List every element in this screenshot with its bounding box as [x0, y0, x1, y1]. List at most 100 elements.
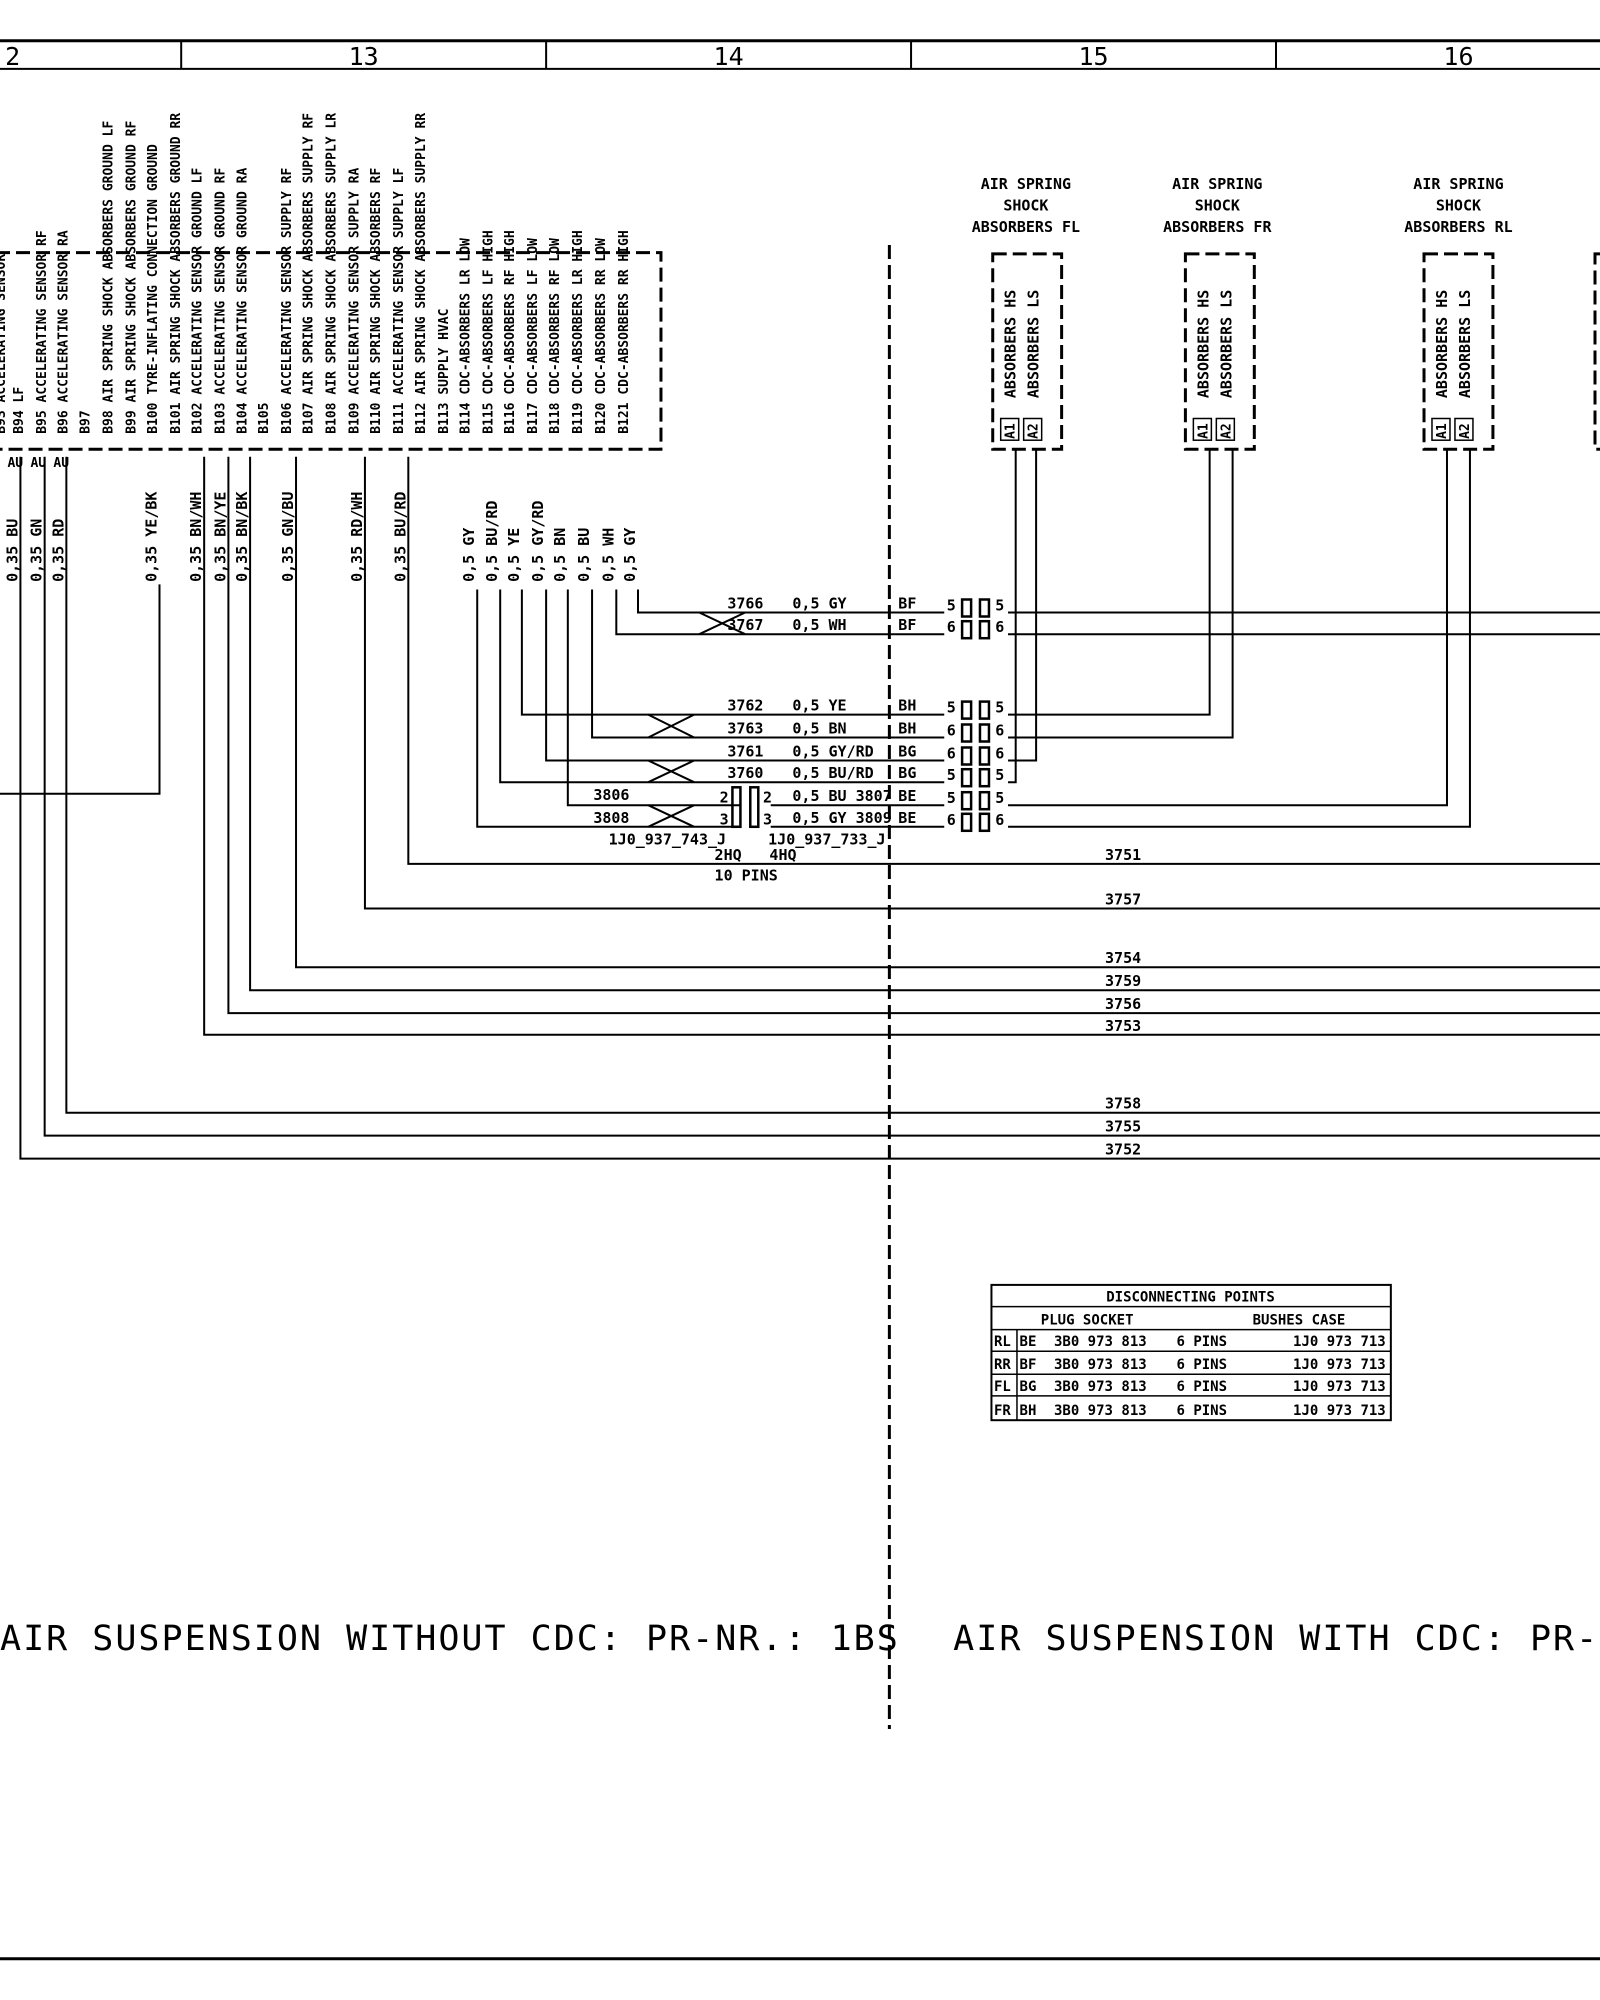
caption-with-cdc: AIR SUSPENSION WITH CDC: PR-N [953, 1619, 1600, 1659]
table-row-code-3: BH [1020, 1403, 1037, 1419]
component-0-title-1: SHOCK [1003, 197, 1048, 215]
through-wire-number-3756: 3756 [1105, 995, 1141, 1013]
cdc-wire-spec-3: 0,5 BN [792, 720, 846, 738]
cdc-wire-number-4: 3761 [727, 743, 763, 761]
connector-housing-right-4 [978, 746, 991, 766]
component-1-title-0: AIR SPRING [1172, 175, 1262, 193]
table-row-case-2: 1J0 973 713 [1293, 1379, 1386, 1395]
cdc-wire-number-3: 3763 [727, 720, 763, 738]
table-row-pos-1: RR [994, 1357, 1011, 1373]
column-number-14: 14 [714, 42, 744, 71]
vertical-wire-label-10: 0,5 GY [460, 528, 478, 582]
vertical-wire-label-14: 0,5 BN [551, 528, 569, 582]
component-0-title-2: ABSORBERS FL [972, 218, 1080, 236]
control-unit-pin-B109: B109 ACCELERATING SENSOR SUPPLY RA [348, 168, 363, 434]
connector-housing-right-2 [978, 700, 991, 720]
table-row-pins-3: 6 PINS [1176, 1403, 1227, 1419]
through-wire-number-3754: 3754 [1105, 949, 1141, 967]
component-2-pin-box-1 [1454, 417, 1474, 441]
vertical-wire-label-11: 0,5 BU/RD [483, 501, 501, 582]
through-wire-number-3757: 3757 [1105, 891, 1141, 909]
cdc-wire-number-0: 3766 [727, 595, 763, 613]
drawing-frame [0, 39, 1600, 1961]
table-title: DISCONNECTING POINTS [1106, 1290, 1275, 1306]
component-0-title-0: AIR SPRING [981, 175, 1071, 193]
table-row-code-1: BF [1020, 1357, 1037, 1373]
column-number-2: 2 [5, 42, 20, 71]
component-2-pin-box-0 [1431, 417, 1451, 441]
component-1-pin-id-0: A1 [1196, 423, 1211, 439]
through-wire-number-3758: 3758 [1105, 1095, 1141, 1113]
wire-fl-ls [1008, 449, 1038, 762]
connector-pin-right-7: 6 [995, 811, 1004, 829]
table-header-plug: PLUG SOCKET [1041, 1313, 1134, 1329]
cdc-wire-connector-0: BF [898, 595, 916, 613]
component-0-pin-id-1: A2 [1027, 423, 1042, 439]
cdc-wire-4 [545, 589, 945, 762]
junction-pin-3: 3 [763, 810, 772, 828]
caption-without-cdc: AIR SUSPENSION WITHOUT CDC: PR-NR.: 1BS [0, 1619, 900, 1659]
component-2-pin-id-0: A1 [1435, 423, 1450, 439]
through-wire-number-3753: 3753 [1105, 1017, 1141, 1035]
cdc-wire-connector-3: BH [898, 720, 916, 738]
connector-housing-right-5 [978, 767, 991, 788]
vertical-wire-label-16: 0,5 WH [599, 528, 617, 582]
junction-pin-count: 10 PINS [715, 866, 778, 884]
wire-rl-ls [1008, 449, 1471, 828]
junction-pin-1: 2 [763, 789, 772, 807]
control-unit-pin-B112: B112 AIR SPRING SHOCK ABSORBERS SUPPLY R… [414, 113, 429, 434]
ground-mark-1: AU [30, 456, 46, 471]
component-3-box [1593, 252, 1600, 451]
control-unit-pin-B100: B100 TYRE-INFLATING CONNECTION GROUND [146, 144, 161, 434]
control-unit-pin-B108: B108 AIR SPRING SHOCK ABSORBERS SUPPLY L… [325, 113, 340, 434]
cdc-wire-spec-1: 0,5 WH [792, 616, 846, 634]
component-0-pin-label-0: ABSORBERS HS [1002, 290, 1020, 398]
cdc-wire-connector-4: BG [898, 743, 916, 761]
connector-pin-right-2: 5 [995, 699, 1004, 717]
junction-ref-right: 4HQ [769, 846, 796, 864]
component-1-pin-label-0: ABSORBERS HS [1194, 290, 1212, 398]
control-unit-pin-B96: B96 ACCELERATING SENSOR RA [57, 230, 72, 434]
component-2-title-2: ABSORBERS RL [1404, 218, 1512, 236]
component-2-pin-label-0: ABSORBERS HS [1433, 290, 1451, 398]
control-unit-pin-B110: B110 AIR SPRING SHOCK ABSORBERS RF [369, 168, 384, 434]
vertical-wire-label-9: 0,35 BU/RD [391, 492, 409, 582]
ground-mark-0: AU [7, 456, 23, 471]
cdc-wire-spec-5: 0,5 BU/RD [792, 764, 873, 782]
control-unit-pin-B114: B114 CDC-ABSORBERS LR LOW [459, 238, 474, 434]
cdc-wire-2 [520, 589, 945, 716]
component-1-pin-label-1: ABSORBERS LS [1217, 290, 1235, 398]
connector-housing-left-5 [960, 767, 973, 788]
connector-housing-left-7 [960, 812, 973, 833]
connector-housing-left-6 [960, 790, 973, 811]
junction-part-right: 1J0_937_733_J [768, 831, 885, 849]
control-unit-pin-B115: B115 CDC-ABSORBERS LF HIGH [482, 230, 497, 434]
control-unit-pin-B121: B121 CDC-ABSORBERS RR HIGH [617, 230, 632, 434]
cdc-wire-1 [615, 589, 945, 636]
table-row-pins-2: 6 PINS [1176, 1379, 1227, 1395]
twist-b-0 [698, 611, 746, 636]
component-0-pin-box-0 [999, 417, 1020, 441]
cdc-wire-spec-2: 0,5 YE [792, 697, 846, 715]
control-unit-pin-B104: B104 ACCELERATING SENSOR GROUND RA [235, 168, 250, 434]
connector-housing-left-1 [960, 619, 973, 640]
table-row-pins-1: 6 PINS [1176, 1357, 1227, 1373]
control-unit-pin-B98: B98 AIR SPRING SHOCK ABSORBERS GROUND LF [101, 121, 116, 434]
connector-pin-left-1: 6 [947, 618, 956, 636]
vertical-wire-label-17: 0,5 GY [621, 528, 639, 582]
vertical-wire-label-12: 0,5 YE [505, 528, 523, 582]
table-header-case: BUSHES CASE [1253, 1313, 1346, 1329]
cdc-wire-3 [591, 589, 945, 739]
control-unit-pin-B93: B93 ACCELERATING SENSOR [0, 254, 9, 434]
component-2-pin-id-1: A2 [1458, 423, 1473, 439]
through-wire-number-3759: 3759 [1105, 972, 1141, 990]
through-wire-3753 [203, 456, 1600, 1036]
connector-housing-left-2 [960, 700, 973, 720]
junction-wire-top: 3806 [593, 786, 629, 804]
vertical-wire-label-13: 0,5 GY/RD [529, 501, 547, 582]
connector-pin-left-5: 5 [947, 766, 956, 784]
control-unit-pin-B106: B106 ACCELERATING SENSOR SUPPLY RF [280, 168, 295, 434]
component-2-box [1422, 252, 1495, 451]
